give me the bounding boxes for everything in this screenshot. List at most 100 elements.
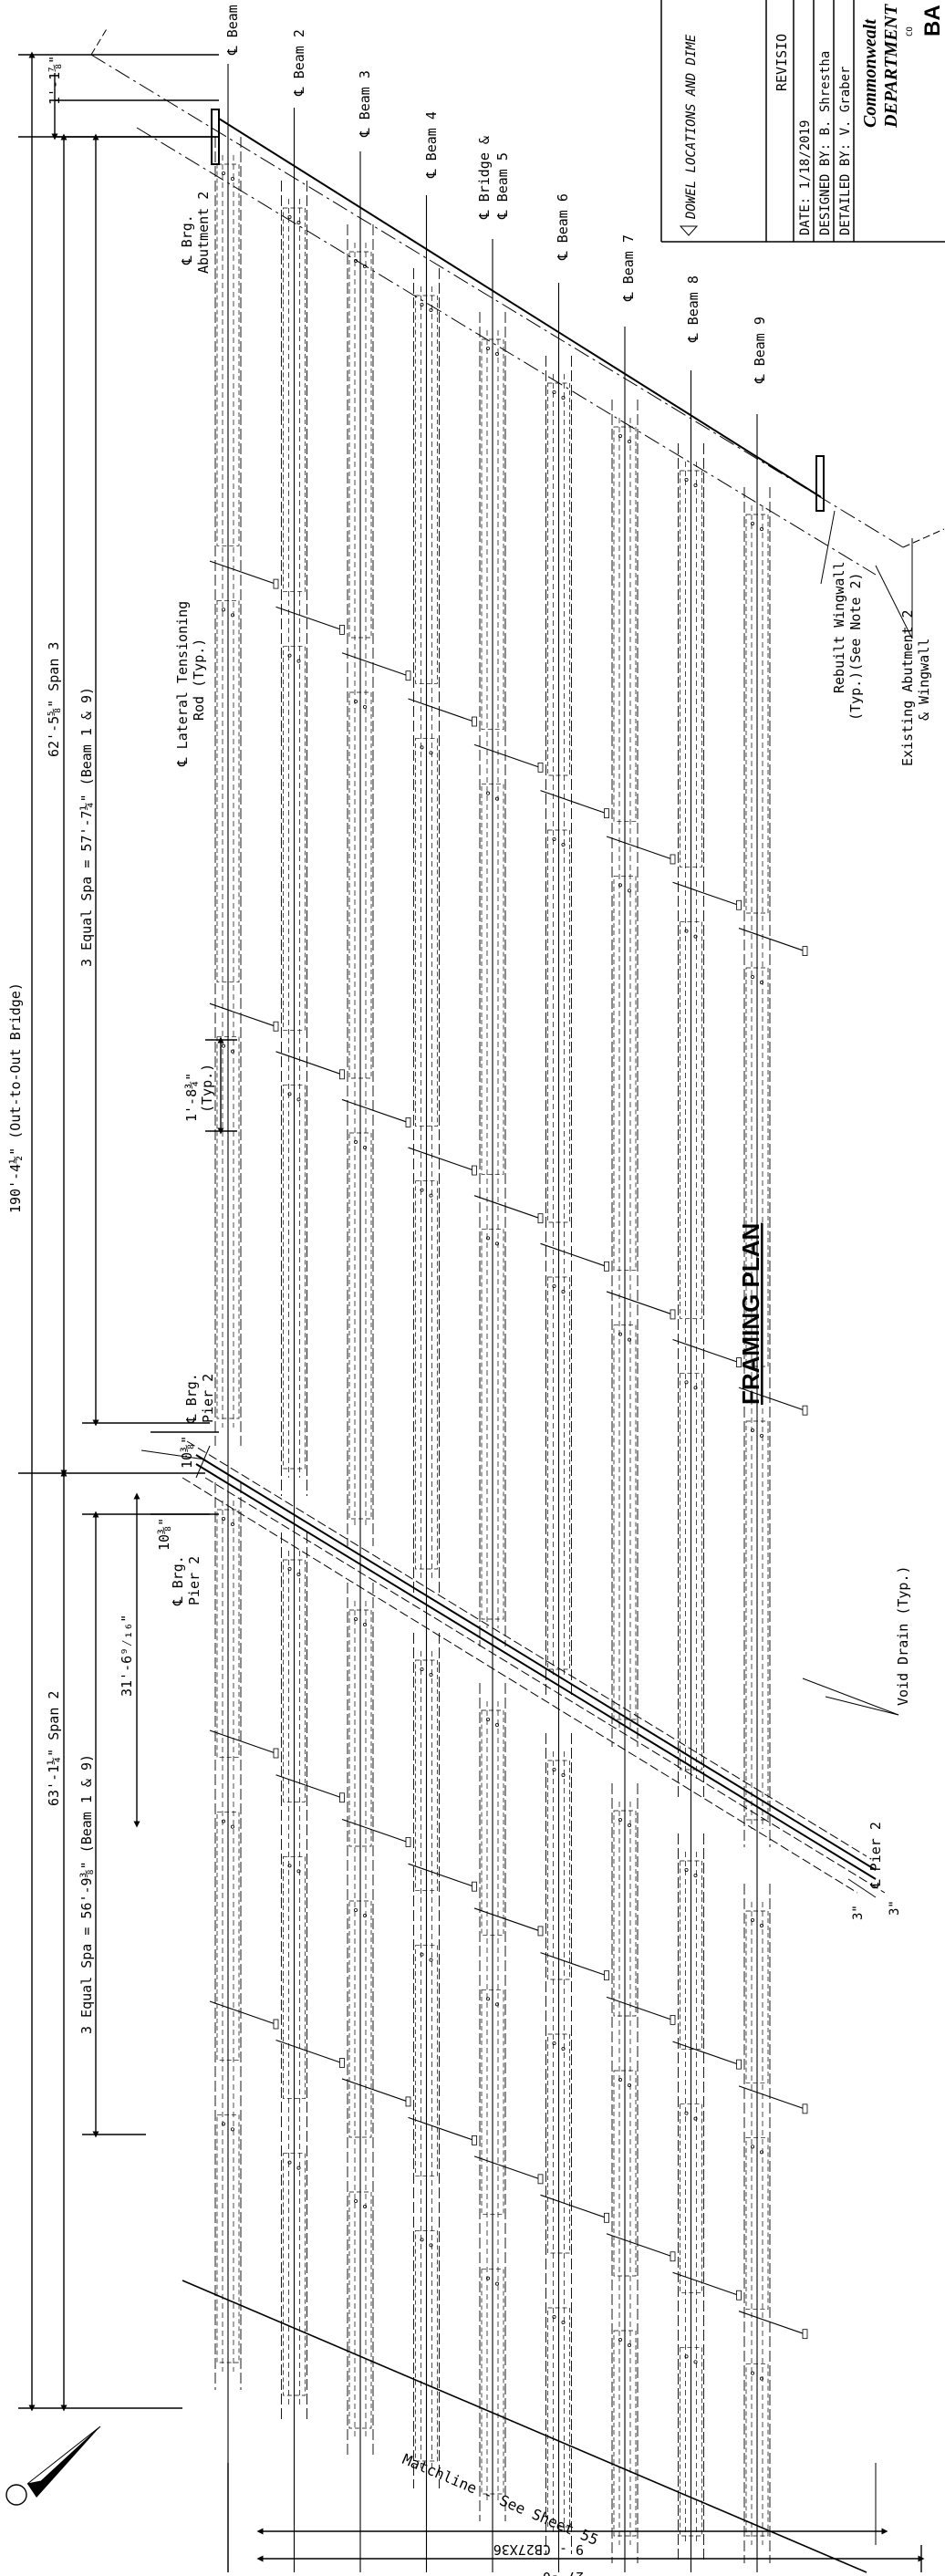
beam-9-label: ℄ Beam 9 [752,317,768,384]
tension-rod [672,2041,739,2065]
rod-anchor [472,716,477,727]
dowel-mark [628,888,632,893]
beam-4-void-block [415,295,438,684]
overall-length-text: 190'-4½" (Out-to-Out Bridge) [7,982,24,1213]
rebuilt-wingwall-label-2: (Typ.)(See Note 2) [847,572,864,721]
dowel-mark [420,1188,424,1192]
rod-anchor [670,2251,676,2262]
beam-3-void-block [348,251,372,639]
dowel-mark [760,2150,764,2155]
dowel-mark [287,653,292,658]
dowel-mark [495,2281,500,2286]
dowel-mark [618,2337,623,2342]
dowel-mark [561,395,566,400]
beam-8-void-block [680,921,702,1319]
tension-rod [540,1242,607,1267]
dowel-mark [628,439,632,443]
rod-anchor [670,2014,676,2025]
rod-anchor [802,2329,808,2340]
beam-1-void-block [216,1036,240,1419]
dowel-mark [287,1092,292,1096]
rod-anchor [802,1405,808,1416]
dowel-mark [296,220,301,224]
dowel-mark [552,1284,556,1289]
tension-rod [473,2155,541,2180]
beam-group [209,64,808,2572]
dowel-mark [362,705,367,710]
tension-rod [540,790,607,815]
rod-anchor [273,2019,279,2030]
dowel-mark [628,1823,632,1828]
tension-rod [275,2039,342,2063]
dowel-mark [552,1768,556,1772]
beam-9-void-block [745,514,769,914]
beam-2-void-block [283,646,306,1031]
rod-anchor [273,1748,279,1759]
rod-anchor [670,854,676,865]
brg-pier-top-label-2: Pier 2 [200,1374,216,1423]
tension-dim-typ-text: (Typ.) [199,1064,215,1113]
dowel-mark [353,1907,358,1912]
beam-7-void-block [613,1324,637,1720]
dowel-mark [561,1773,566,1778]
beam-5-label: ℄ Beam 5 [494,152,511,220]
rod-anchor [273,1021,279,1032]
brg-pier-bot-label-2: Pier 2 [186,1556,202,1605]
tension-rod [473,1195,541,1220]
beam-9-void-block [745,2136,769,2311]
dowel-mark [552,390,556,394]
tension-rod [672,881,739,906]
dowel-mark [362,1623,367,1627]
brg-pier-bot-label-1: ℄ Brg. [170,1555,186,1606]
dowel-mark [561,1290,566,1294]
dowel-mark [684,2111,689,2115]
existing-abut-label-2: & Wingwall [916,639,932,721]
dowel-mark [353,1617,358,1622]
dowel-mark [495,1723,500,1728]
beam-6-void-block [547,2307,570,2528]
dowel-mark [429,2243,433,2248]
dowel-mark [495,351,500,356]
beam-2-void-block [283,2153,306,2396]
dowel-mark [296,659,301,663]
rod-anchor [736,2059,742,2070]
dowel-mark [552,2041,556,2045]
dowel-mark [486,1997,491,2001]
pier-dim-b-text: 10⅜" [156,1518,172,1551]
tension-rod [738,2085,805,2110]
tension-rod [408,698,474,722]
pier-dim-a-text: 10⅜" [179,1436,195,1469]
dowel-mark [486,2276,491,2280]
beam-8-label: ℄ Beam 8 [685,275,701,343]
tension-rod [209,1002,276,1027]
dowel-mark [362,1146,367,1150]
dowel-mark [230,176,234,181]
detailed-by-text: DETAILED BY: V. Graber [838,67,853,235]
beam-1-void-block [216,2114,240,2363]
rod-anchor [802,946,808,956]
tension-rod [209,1729,276,1754]
dowel-mark [552,2314,556,2319]
brg-pier-top-label-1: ℄ Brg. [183,1373,200,1424]
beam-3-void-block [348,691,372,1079]
beam-5-void-block [481,2269,504,2495]
beam-9-void-block [745,1910,769,2083]
beam-4-void-block [415,1659,438,1892]
dowel-mark [486,791,491,795]
rod-anchor [736,899,742,910]
beam-7-label: ℄ Beam 7 [620,234,637,302]
width-label: 27'-0" [535,2569,584,2576]
tension-rod [275,1051,342,1075]
rod-anchor [405,1837,411,1847]
dowel-mark [760,981,764,985]
rod-anchor [405,1117,411,1127]
tension-rod [209,560,276,585]
dowel-mark [230,1824,234,1829]
dowel-mark [221,171,225,175]
tension-rod [341,652,409,677]
title-block: DOWEL LOCATIONS AND DIME REVISIO DATE: 1… [660,0,945,243]
top-dim-text: 1'-1⅞" [47,56,63,105]
tension-rod [275,606,342,630]
dowel-mark [552,837,556,842]
beam-7-void-block [613,1810,637,2017]
